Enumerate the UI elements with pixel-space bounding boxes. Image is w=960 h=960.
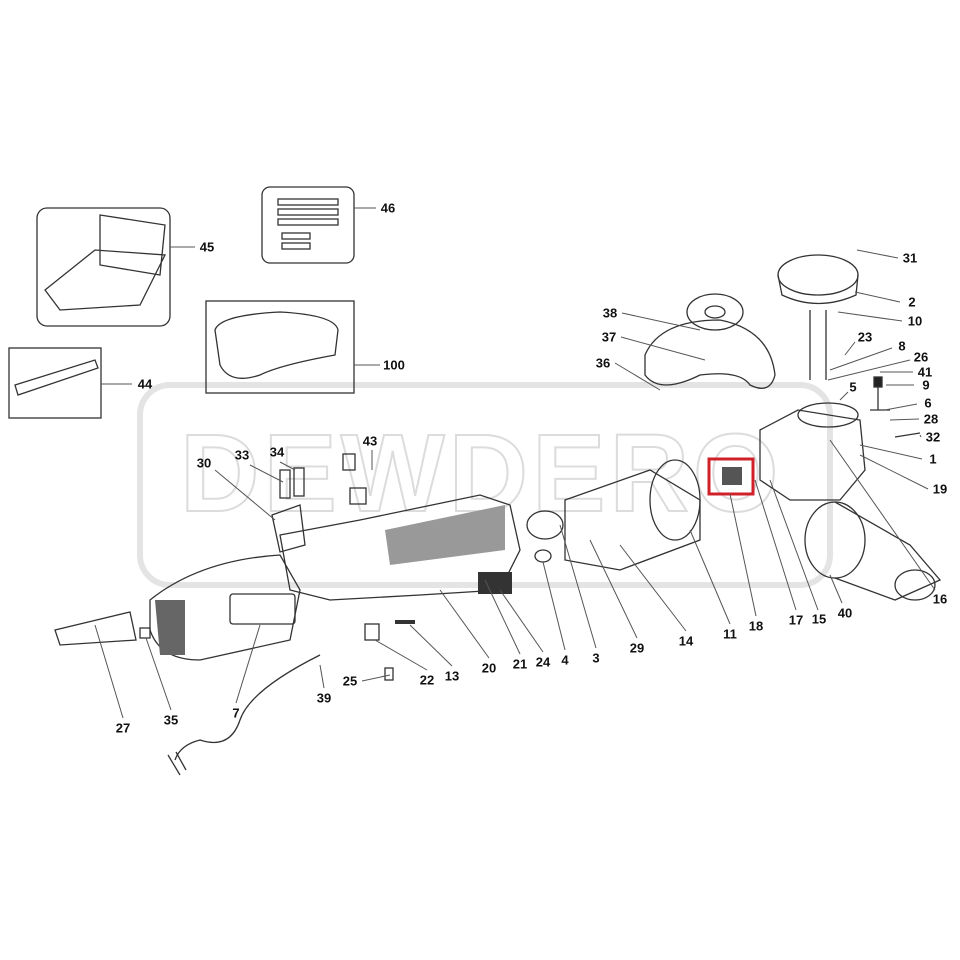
gear-housing bbox=[759, 409, 866, 501]
part-label-32: 32 bbox=[925, 429, 941, 445]
part-label-31: 31 bbox=[902, 250, 918, 266]
part-13 bbox=[395, 620, 415, 624]
gear-cover bbox=[777, 254, 859, 296]
part-label-4: 4 bbox=[561, 652, 569, 668]
part-label-25: 25 bbox=[342, 673, 358, 689]
part-label-38: 38 bbox=[602, 305, 618, 321]
part-label-39: 39 bbox=[316, 690, 332, 706]
screw-32 bbox=[894, 432, 921, 438]
motor-housing bbox=[279, 494, 521, 601]
vent-grille bbox=[385, 505, 505, 565]
part-25 bbox=[384, 667, 394, 681]
part-label-34: 34 bbox=[269, 444, 285, 460]
guard-box bbox=[205, 300, 355, 394]
plug bbox=[167, 751, 187, 776]
commutator bbox=[526, 510, 564, 540]
brush-34 bbox=[293, 467, 305, 497]
side-handle bbox=[834, 501, 942, 601]
part-label-22: 22 bbox=[419, 672, 435, 688]
part-label-23: 23 bbox=[857, 329, 873, 345]
bearing-18 bbox=[722, 467, 742, 485]
part-label-36: 36 bbox=[595, 355, 611, 371]
clamp-35 bbox=[139, 627, 151, 639]
part-label-33: 33 bbox=[234, 447, 250, 463]
brush-holder-30 bbox=[271, 504, 306, 553]
spindle bbox=[809, 310, 827, 380]
carry-case bbox=[44, 214, 167, 311]
part-43a bbox=[342, 453, 356, 471]
part-label-44: 44 bbox=[137, 376, 153, 392]
part-label-10: 10 bbox=[907, 313, 923, 329]
part-label-9: 9 bbox=[922, 377, 930, 393]
part-label-37: 37 bbox=[601, 329, 617, 345]
part-label-100: 100 bbox=[383, 357, 405, 373]
part-label-13: 13 bbox=[444, 668, 460, 684]
brush-33 bbox=[279, 469, 291, 499]
bearing-4 bbox=[534, 549, 552, 563]
flange bbox=[686, 293, 744, 331]
part-label-20: 20 bbox=[481, 660, 497, 676]
gear-case-top bbox=[797, 402, 859, 428]
part-label-5: 5 bbox=[849, 379, 857, 395]
part-label-46: 46 bbox=[380, 200, 396, 216]
field-stator bbox=[564, 469, 701, 571]
switch-24 bbox=[478, 572, 512, 594]
part-label-28: 28 bbox=[923, 411, 939, 427]
part-label-11: 11 bbox=[723, 626, 737, 642]
part-label-24: 24 bbox=[535, 654, 551, 670]
part-label-19: 19 bbox=[932, 481, 948, 497]
part-43b bbox=[349, 487, 367, 505]
spring bbox=[873, 376, 883, 388]
part-label-14: 14 bbox=[678, 633, 694, 649]
part-label-1: 1 bbox=[929, 451, 937, 467]
rear-cap-7 bbox=[229, 593, 296, 625]
case-box bbox=[36, 207, 171, 327]
part-label-26: 26 bbox=[913, 349, 929, 365]
part-label-6: 6 bbox=[924, 395, 932, 411]
part-label-40: 40 bbox=[837, 605, 853, 621]
part-label-30: 30 bbox=[196, 455, 212, 471]
wheel-guard bbox=[644, 319, 776, 389]
manual-line bbox=[277, 198, 339, 206]
part-label-17: 17 bbox=[788, 612, 804, 628]
part-label-8: 8 bbox=[898, 338, 906, 354]
spanner-wrench bbox=[14, 359, 99, 396]
highlight-box-18 bbox=[707, 457, 755, 496]
part-label-41: 41 bbox=[917, 364, 933, 380]
leader-lines bbox=[94, 207, 936, 719]
cord-protector-27 bbox=[54, 611, 137, 646]
part-label-7: 7 bbox=[232, 705, 240, 721]
part-label-3: 3 bbox=[592, 650, 600, 666]
part-label-15: 15 bbox=[811, 611, 827, 627]
armature-fan bbox=[649, 459, 701, 541]
part-22 bbox=[364, 623, 380, 641]
spindle-lock bbox=[870, 385, 890, 411]
part-label-45: 45 bbox=[199, 239, 215, 255]
rear-vents bbox=[155, 600, 185, 655]
part-label-29: 29 bbox=[629, 640, 645, 656]
part-label-16: 16 bbox=[932, 591, 948, 607]
part-label-2: 2 bbox=[908, 294, 916, 310]
part-label-27: 27 bbox=[115, 720, 131, 736]
part-label-18: 18 bbox=[748, 618, 764, 634]
dust-guard bbox=[214, 311, 339, 379]
part-label-43: 43 bbox=[362, 433, 378, 449]
part-label-35: 35 bbox=[163, 712, 179, 728]
manual-box bbox=[261, 186, 355, 264]
part-label-21: 21 bbox=[512, 656, 528, 672]
wrench-box bbox=[8, 347, 102, 419]
power-cord-39 bbox=[174, 654, 321, 761]
